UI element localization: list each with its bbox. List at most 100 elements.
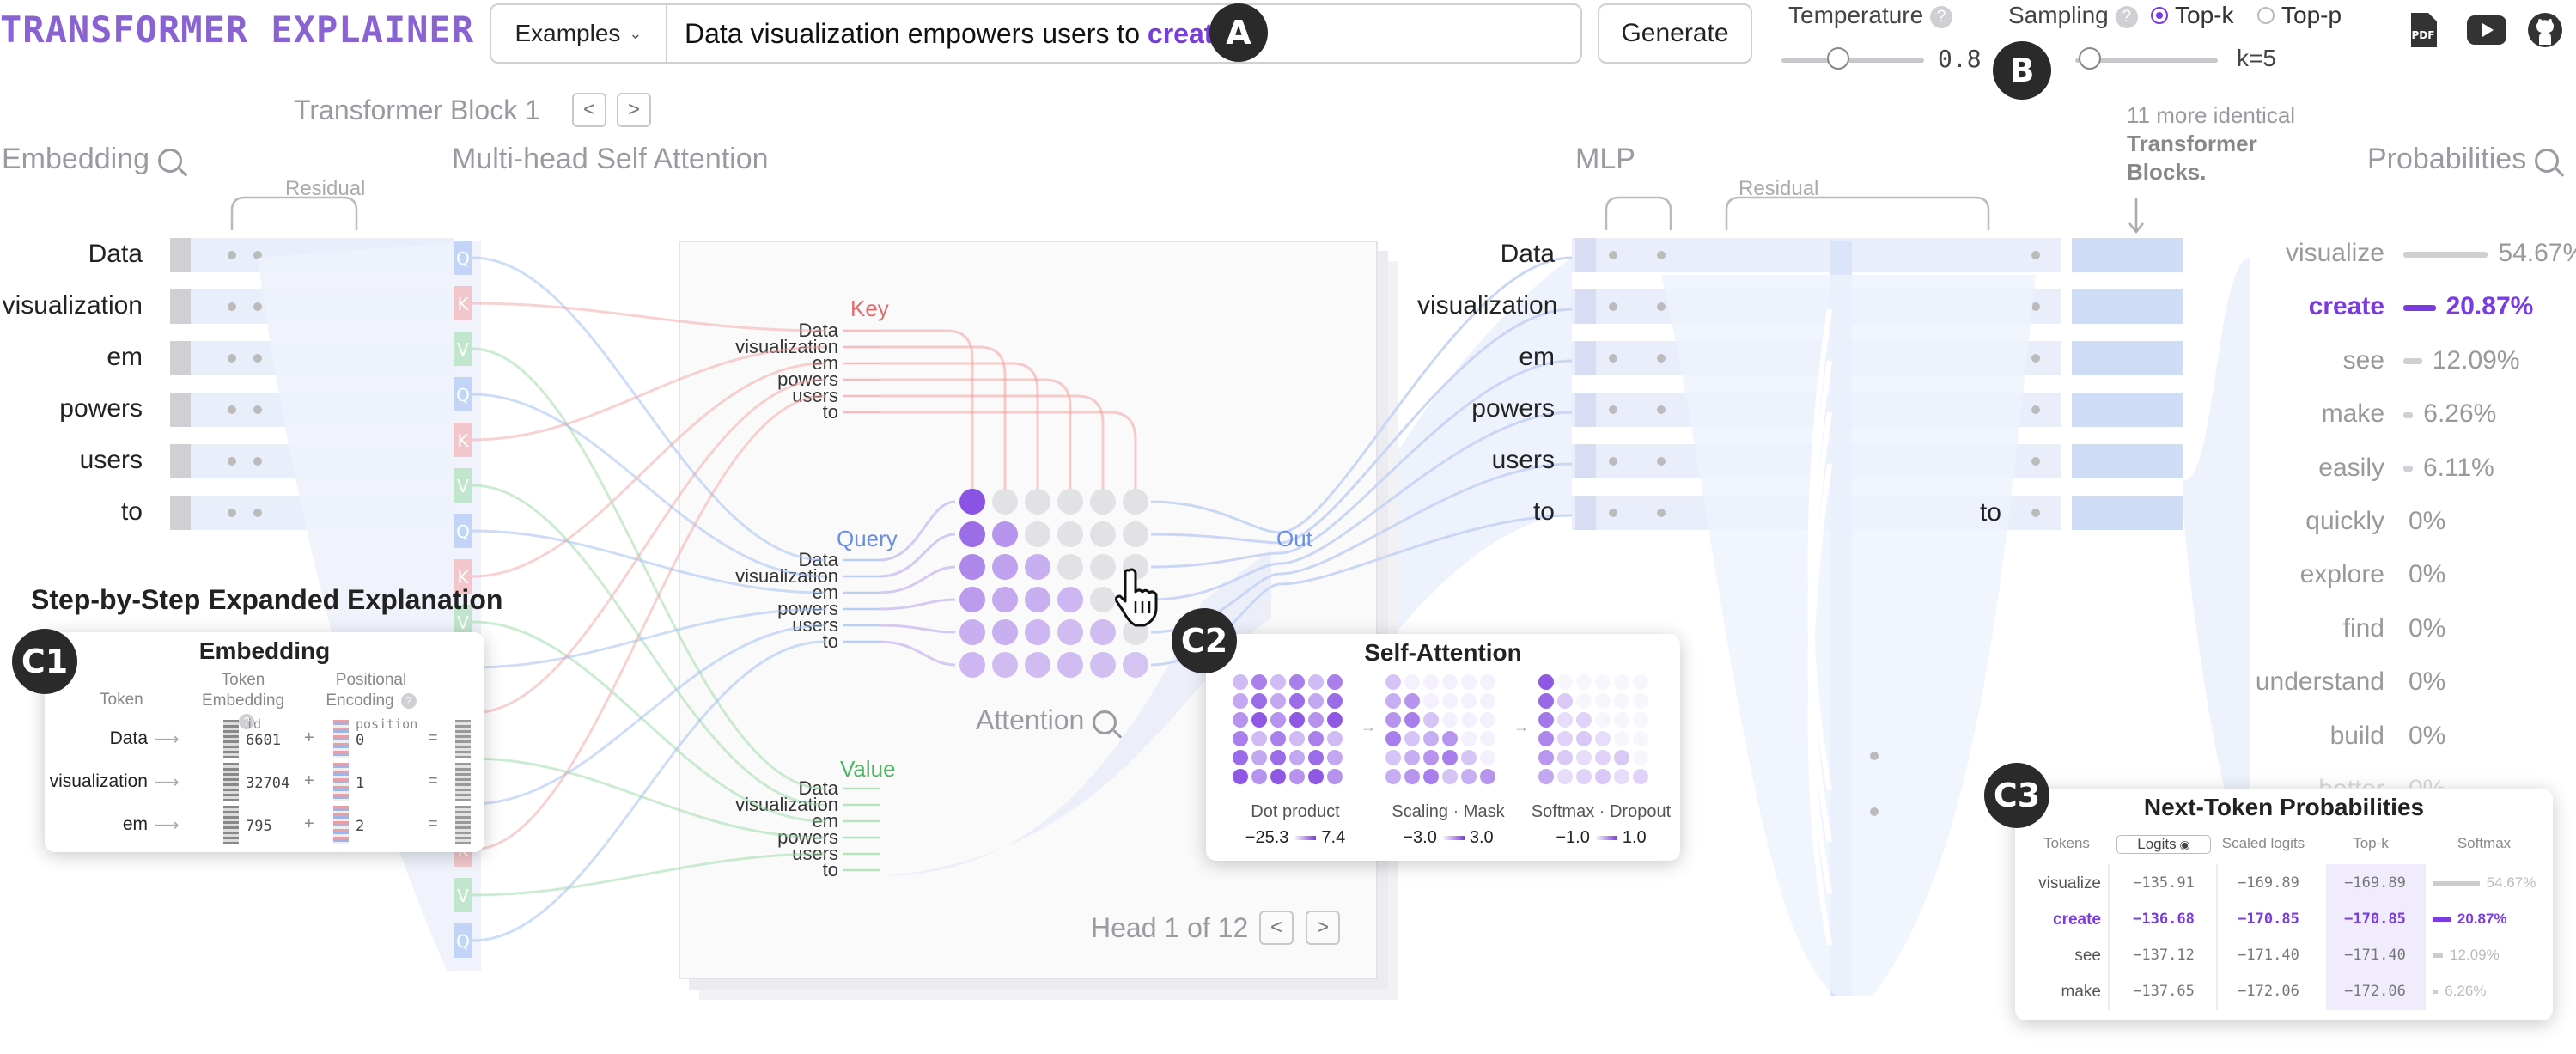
- attention-cell[interactable]: [1057, 587, 1083, 612]
- attention-cell[interactable]: [1025, 587, 1050, 612]
- github-icon[interactable]: [2525, 12, 2565, 48]
- attention-cell[interactable]: [1057, 521, 1083, 547]
- youtube-icon[interactable]: [2467, 12, 2506, 48]
- head-next-button[interactable]: >: [1306, 911, 1340, 945]
- attention-cell[interactable]: [1090, 489, 1116, 515]
- eye-icon[interactable]: ◉: [2176, 838, 2190, 851]
- mlp-token: visualization: [1417, 291, 1558, 320]
- topp-radio[interactable]: Top-p: [2257, 2, 2342, 29]
- qkv-letter: V: [457, 886, 469, 906]
- temperature-slider-track[interactable]: [1781, 58, 1924, 63]
- attention-cell[interactable]: [1025, 619, 1050, 645]
- help-icon[interactable]: ?: [239, 713, 254, 729]
- mini-matrix-cell: [1270, 693, 1286, 709]
- attention-cell[interactable]: [1025, 489, 1050, 515]
- embedding-node: [253, 251, 262, 259]
- arrow-icon: ⟶: [155, 773, 180, 792]
- softmax-bar: [2433, 953, 2444, 959]
- embedding-card[interactable]: Embedding Token Token Embedding? Positio…: [45, 632, 484, 852]
- attention-cell[interactable]: [1057, 619, 1083, 645]
- zoom-icon[interactable]: [2535, 149, 2560, 174]
- sum-vector: [455, 763, 471, 801]
- attention-cell[interactable]: [959, 554, 985, 580]
- attention-cell[interactable]: [1025, 554, 1050, 580]
- attention-cell[interactable]: [992, 489, 1018, 515]
- attention-cell[interactable]: [1090, 521, 1116, 547]
- mini-matrix-cell: [1442, 674, 1458, 690]
- attention-cell[interactable]: [1025, 652, 1050, 678]
- attention-cell[interactable]: [959, 619, 985, 645]
- attention-cell[interactable]: [1123, 652, 1148, 678]
- block-prev-button[interactable]: <: [572, 93, 606, 127]
- attention-cell[interactable]: [1123, 489, 1148, 515]
- attention-cell[interactable]: [1057, 554, 1083, 580]
- zoom-icon[interactable]: [158, 149, 183, 174]
- attention-cell[interactable]: [992, 554, 1018, 580]
- block-next-button[interactable]: >: [617, 93, 651, 127]
- mini-matrix-cell: [1308, 674, 1324, 690]
- attention-cell[interactable]: [992, 521, 1018, 547]
- attention-cell[interactable]: [1057, 489, 1083, 515]
- probability-value: 6.26%: [2423, 399, 2497, 429]
- attention-cell[interactable]: [992, 619, 1018, 645]
- softmax-value: 20.87%: [2457, 911, 2507, 927]
- mini-matrix-cell: [1480, 750, 1495, 765]
- attention-cell[interactable]: [1090, 554, 1116, 580]
- help-icon[interactable]: ?: [1930, 5, 1953, 28]
- generate-button[interactable]: Generate: [1598, 3, 1752, 64]
- k-slider-track[interactable]: [2075, 58, 2218, 63]
- mini-matrix-cell: [1557, 674, 1573, 690]
- k-slider-thumb[interactable]: [2078, 47, 2101, 70]
- embedding-node: [228, 302, 236, 311]
- qkv-connection: [472, 302, 825, 332]
- attention-cell[interactable]: [1025, 521, 1050, 547]
- mlp-expand-flow: [1661, 275, 2036, 996]
- attention-cell[interactable]: [992, 652, 1018, 678]
- attention-cell[interactable]: [1090, 587, 1116, 612]
- table-header-logits[interactable]: Logits ◉: [2116, 835, 2211, 854]
- zoom-icon[interactable]: [1093, 710, 1117, 734]
- embedding-token: em: [107, 343, 143, 371]
- mini-matrix-cell: [1633, 769, 1648, 784]
- qkv-connection: [472, 852, 825, 897]
- attention-cell[interactable]: [992, 587, 1018, 612]
- examples-dropdown[interactable]: Examples ⌄: [491, 5, 667, 62]
- probability-value: 0%: [2409, 667, 2446, 697]
- attention-cell[interactable]: [959, 587, 985, 612]
- head-prev-button[interactable]: <: [1259, 911, 1294, 945]
- attention-cell[interactable]: [1090, 619, 1116, 645]
- out-connection: [1150, 411, 1573, 601]
- query-connection: [879, 624, 956, 634]
- attention-cell[interactable]: [959, 489, 985, 515]
- attention-cell[interactable]: [959, 652, 985, 678]
- help-icon[interactable]: ?: [2115, 5, 2138, 28]
- prompt-box[interactable]: Examples ⌄ Data visualization empowers u…: [490, 3, 1582, 64]
- qkv-connection: [472, 345, 825, 442]
- qkv-connection: [472, 394, 825, 851]
- probability-row[interactable]: better0%: [2161, 775, 2445, 788]
- attention-cell[interactable]: [959, 521, 985, 547]
- attention-cell[interactable]: [1057, 652, 1083, 678]
- range-gradient: [1441, 836, 1465, 841]
- temperature-slider-thumb[interactable]: [1827, 47, 1850, 70]
- mlp-node: [1657, 405, 1666, 414]
- mini-matrix-cell: [1461, 712, 1477, 728]
- pdf-icon[interactable]: PDF: [2403, 12, 2443, 48]
- mini-matrix-cell: [1633, 750, 1648, 765]
- attention-cell[interactable]: [1123, 521, 1148, 547]
- topk-radio[interactable]: Top-k: [2151, 2, 2233, 29]
- help-icon[interactable]: ?: [400, 692, 417, 709]
- attention-cell[interactable]: [1090, 652, 1116, 678]
